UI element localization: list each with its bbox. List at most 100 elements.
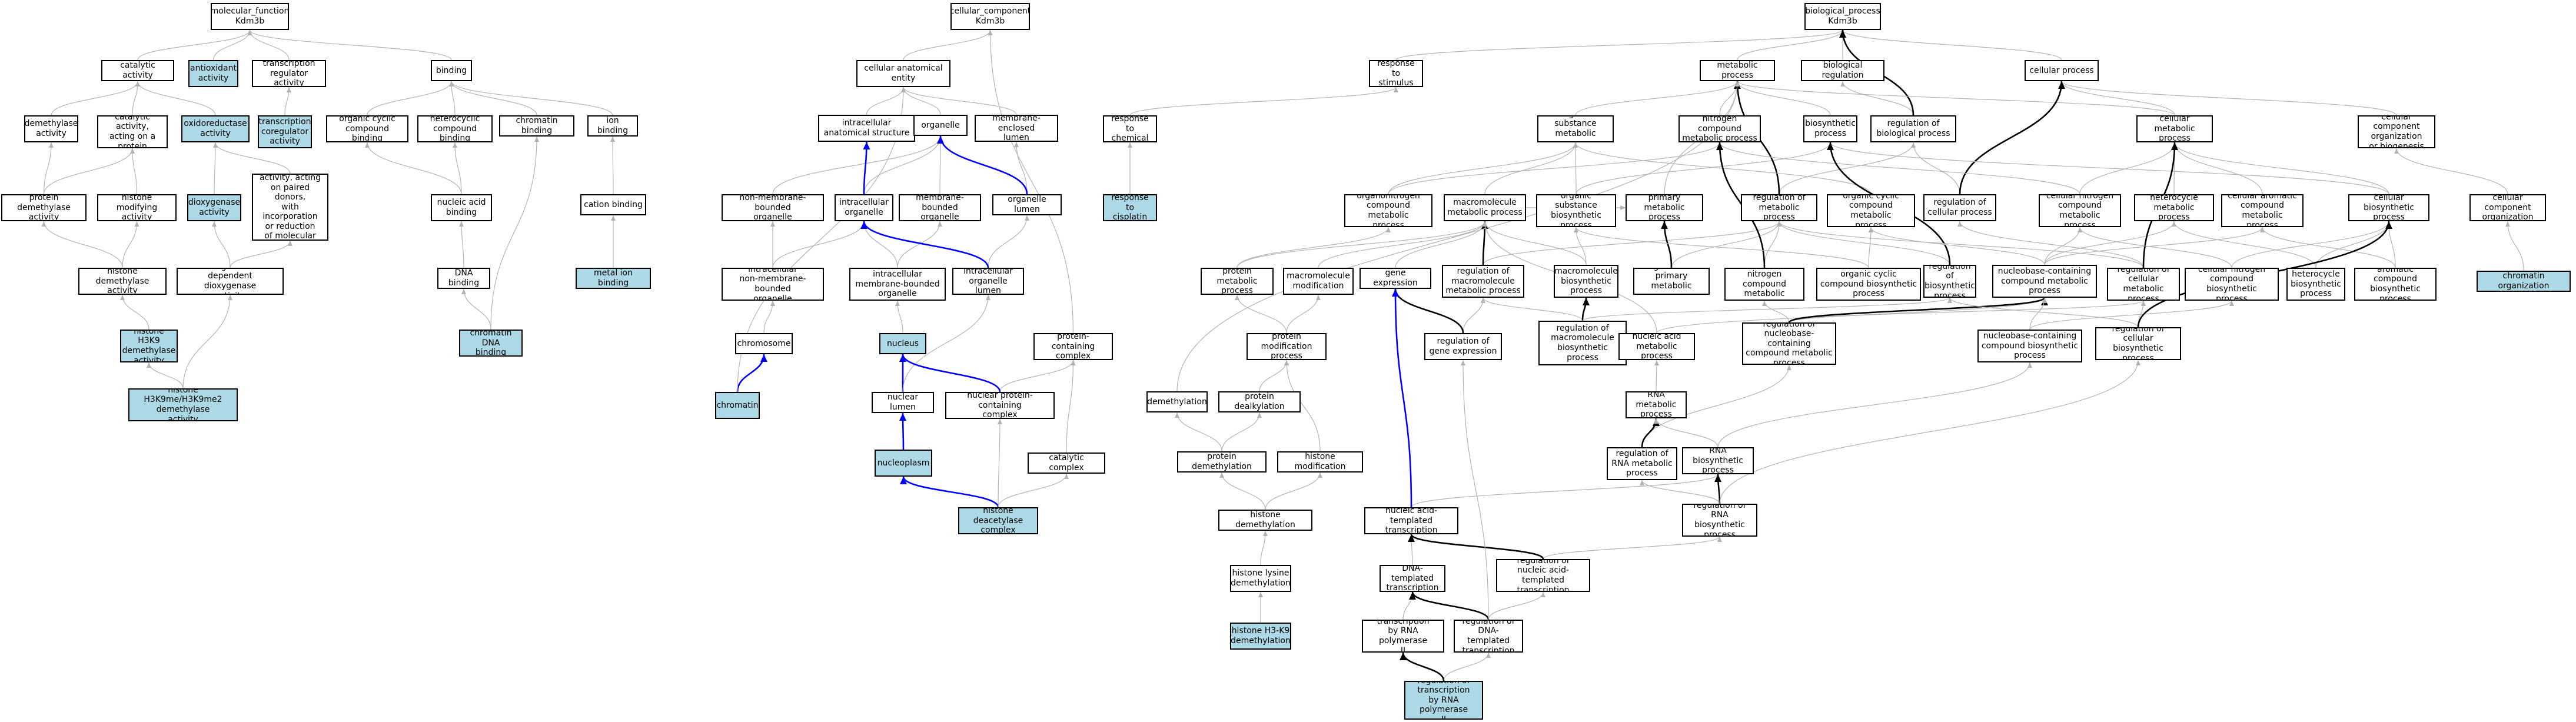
edge-hist-mod-to-prot-mod <box>1284 360 1321 452</box>
edge-reg-dna-tx-to-reg-na-tx <box>1488 591 1545 620</box>
edge-reg-prim-to-reg-met <box>1671 221 1781 268</box>
edge-cellular-proc-to-bp-root <box>1840 29 2062 61</box>
edge-rna-met-to-na-met <box>1654 360 1659 392</box>
edge-nuc-lumen-to-iol <box>902 294 990 392</box>
edge-nbc-met-to-cac-met <box>2044 227 2265 265</box>
go-term-h3k9-demeth-act: histone H3K9 demethylase activity <box>120 330 178 362</box>
go-term-cncb: cellular nitrogen compound biosynthetic … <box>2185 268 2279 301</box>
edge-reg-macro-bio-to-macro-bio <box>1581 297 1590 321</box>
edge-reg-cmp-to-reg-met <box>1777 221 2144 268</box>
edge-cmp-to-metabolic <box>1735 81 2175 116</box>
go-term-prim-met: primary metabolic process <box>1626 194 1703 221</box>
edge-oxoglut-to-dioxygenase <box>212 221 231 268</box>
edge-ccob-to-cellular-proc <box>2059 81 2397 116</box>
go-term-h3k9-demeth: histone H3-K9 demethylation <box>1230 623 1291 650</box>
go-term-reg-rna-met: regulation of RNA metabolic process <box>1607 447 1677 480</box>
go-term-nuc-acid-bind: nucleic acid binding <box>431 194 492 221</box>
go-term-demethylation: demethylation <box>1146 391 1208 412</box>
go-term-reg-macro-bio: regulation of macromolecule biosynthetic… <box>1538 321 1627 365</box>
go-term-reg-bio: regulation of biological process <box>1870 115 1956 142</box>
edge-na-tx-to-rna-bio <box>1411 474 1720 508</box>
edge-reg-macro-bio-to-reg-macro-met <box>1481 297 1583 321</box>
go-term-het-met: heterocycle metabolic process <box>2134 194 2214 221</box>
edge-chrom-org-to-cco <box>2505 221 2524 271</box>
edge-binding-to-mf-root <box>247 29 452 61</box>
go-term-inmbo: intracellular non-membrane-bounded organ… <box>722 268 824 301</box>
go-term-cat-complex: catalytic complex <box>1028 453 1105 474</box>
go-term-catalytic: catalytic activity <box>101 60 174 81</box>
edge-nmbo-to-organelle <box>772 135 943 195</box>
go-term-reg-cmp: regulation of cellular metabolic process <box>2107 268 2180 301</box>
edge-imbo-to-mbo <box>897 221 942 268</box>
go-term-cncm: cellular nitrogen compound metabolic pro… <box>2039 194 2121 227</box>
edge-prot-demeth-act-to-demethylase <box>43 142 54 195</box>
edge-het-bio-to-cbp <box>2315 221 2391 268</box>
go-term-chrom-org: chromatin organization <box>2477 271 2571 292</box>
go-term-reg-dna-tx: regulation of DNA-templated transcriptio… <box>1454 620 1523 653</box>
edge-npcc-to-pcc <box>999 360 1076 392</box>
go-term-macro-mod: macromolecule modification <box>1283 268 1354 295</box>
edge-nuc-acid-bind-to-het-bind <box>453 142 462 195</box>
edge-cae-to-cc-root <box>903 29 993 61</box>
go-term-nucleoplasm: nucleoplasm <box>875 450 932 477</box>
edge-cbp-to-biosyn <box>1828 142 2389 195</box>
edge-reg-cell-to-reg-bio <box>1911 142 1960 195</box>
edge-oxido-paired-to-oxidoreductase <box>213 142 291 174</box>
edge-onc-to-osm <box>1388 142 1578 195</box>
edge-macro-bio-to-macro-met <box>1483 221 1587 265</box>
go-term-na-met: nucleic acid metabolic process <box>1618 333 1695 360</box>
go-term-org-lumen: organelle lumen <box>992 194 1062 215</box>
edge-reg-macro-met-to-reg-met <box>1483 221 1781 265</box>
go-term-cbp: cellular biosynthetic process <box>2348 194 2429 221</box>
edge-prot-demethylation-to-prot-dealk <box>1221 412 1262 452</box>
edge-reg-dna-tx-to-reg-gene-expr <box>1461 360 1489 620</box>
go-term-pcc: protein-containing complex <box>1033 333 1113 360</box>
go-term-nmbo: non-membrane-bounded organelle <box>722 194 824 221</box>
go-term-reg-gene-expr: regulation of gene expression <box>1424 333 1502 360</box>
edge-nbc-bio-to-nbc-met <box>2029 297 2047 330</box>
edge-tr-coreg-to-tr-reg <box>284 86 291 116</box>
edge-het-bio-to-het-met <box>2172 221 2316 268</box>
edge-iol-to-intra-org <box>860 221 989 268</box>
edge-cncb-to-cncm <box>2078 227 2232 268</box>
go-term-cation-bind: cation binding <box>580 194 646 215</box>
edge-reg-rna-bio-to-rna-bio <box>1714 474 1722 504</box>
go-term-tr-reg: transcription regulator activity <box>252 60 326 87</box>
go-term-oxido-paired: oxidoreductase activity, acting on paire… <box>252 174 328 241</box>
edge-prot-mod-to-macro-mod <box>1286 294 1321 334</box>
go-term-chrom-bind: chromatin binding <box>499 115 574 137</box>
edge-dioxygenase-to-oxidoreductase <box>212 142 218 195</box>
go-term-reg-tx-pol2: regulation of transcription by RNA polym… <box>1404 681 1483 720</box>
edge-reg-tx-pol2-to-reg-dna-tx <box>1443 652 1491 681</box>
edge-nbc-bio-to-cncb <box>2029 300 2234 330</box>
edge-reg-nbc-to-nbc-met <box>1788 297 2048 324</box>
go-term-osb: organic substance biosynthetic process <box>1536 194 1616 227</box>
go-term-reg-met: regulation of metabolic process <box>1741 194 1817 221</box>
edge-cco-to-ccob <box>2394 148 2508 195</box>
edge-ion-bind-to-binding <box>449 81 613 116</box>
edge-prot-mod-to-prot-met <box>1235 294 1287 334</box>
edge-hdac-complex-to-nucleoplasm <box>900 476 999 508</box>
go-term-intra-org: intracellular organelle <box>835 194 893 221</box>
go-term-nbc-bio: nucleobase-containing compound biosynthe… <box>1977 330 2082 362</box>
go-term-cat-protein: catalytic activity, acting on a protein <box>97 115 168 148</box>
go-term-prot-demethylation: protein demethylation <box>1177 451 1267 473</box>
go-term-occ-bio: organic cyclic compound biosynthetic pro… <box>1816 268 1921 301</box>
edge-cat-complex-to-pcc <box>1066 360 1076 453</box>
edge-gene-expr-to-macro-met <box>1395 221 1487 268</box>
edge-reg-macro-bio-to-reg-biosyn <box>1582 297 1952 321</box>
go-term-prot-dealk: protein dealkylation <box>1218 391 1301 412</box>
go-term-rna-met: RNA metabolic process <box>1626 391 1687 418</box>
go-term-het-bind: heterocyclic compound binding <box>417 115 493 142</box>
go-term-cac-met: cellular aromatic compound metabolic pro… <box>2221 194 2304 227</box>
edge-metabolic-to-bp-root <box>1737 29 1845 61</box>
edge-prot-demeth-act-to-cat-protein <box>43 148 135 195</box>
edge-occ-bio-to-occ-met <box>1868 227 1873 268</box>
go-term-reg-ncm: regulation of nitrogen compound metaboli… <box>1724 268 1804 301</box>
edge-antioxidant-to-mf-root <box>212 29 252 61</box>
edge-chromatin-to-chromosome <box>736 354 767 392</box>
edge-h3k9-demeth-act-to-hist-demeth-act <box>120 294 149 330</box>
go-term-resp-stim: response to stimulus <box>1369 60 1423 87</box>
go-term-h3k9me-act: histone H3K9me/H3K9me2 demethylase activ… <box>128 388 238 421</box>
go-term-org-cyc-bind: organic cyclic compound binding <box>326 115 408 142</box>
